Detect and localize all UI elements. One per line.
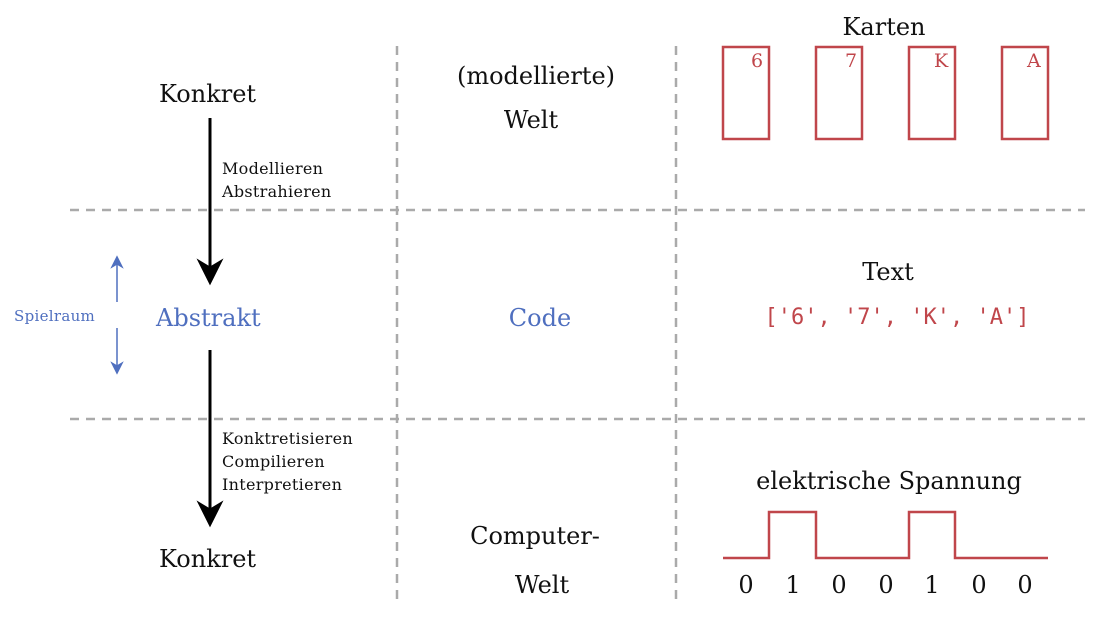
bit-6: 0 bbox=[971, 571, 987, 599]
karten-title: Karten bbox=[842, 13, 926, 41]
welt-line2: Welt bbox=[503, 106, 559, 134]
konkret-top-label: Konkret bbox=[159, 80, 257, 108]
voltage-signal bbox=[723, 510, 1048, 560]
card-6 bbox=[721, 45, 771, 141]
bit-2: 1 bbox=[785, 571, 801, 599]
computer-welt-line2: Welt bbox=[514, 571, 570, 599]
computer-welt-line1: Computer- bbox=[470, 522, 600, 550]
card-a-label: A bbox=[1027, 50, 1041, 72]
text-title: Text bbox=[862, 258, 914, 286]
arrow-label-compilieren: Compilieren bbox=[222, 452, 325, 471]
card-k bbox=[907, 45, 957, 141]
arrow-label-abstrahieren: Abstrahieren bbox=[222, 182, 332, 201]
abstrakt-label: Abstrakt bbox=[156, 304, 261, 332]
konkret-bottom-label: Konkret bbox=[159, 545, 257, 573]
voltage-title: elektrische Spannung bbox=[756, 467, 1022, 495]
card-7 bbox=[814, 45, 864, 141]
arrow-label-interpretieren: Interpretieren bbox=[222, 475, 343, 494]
text-code: ['6', '7', 'K', 'A'] bbox=[764, 305, 1030, 330]
card-k-label: K bbox=[934, 50, 949, 72]
bit-7: 0 bbox=[1017, 571, 1033, 599]
arrow-label-konktretisieren: Konktretisieren bbox=[222, 429, 353, 448]
arrow-label-modellieren: Modellieren bbox=[222, 159, 324, 178]
bit-1: 0 bbox=[738, 571, 754, 599]
bit-5: 1 bbox=[924, 571, 940, 599]
card-7-label: 7 bbox=[845, 50, 858, 72]
bit-4: 0 bbox=[878, 571, 894, 599]
bit-3: 0 bbox=[831, 571, 847, 599]
card-6-label: 6 bbox=[751, 50, 764, 72]
code-label: Code bbox=[508, 304, 572, 332]
card-a bbox=[1000, 45, 1050, 141]
welt-line1: (modellierte) bbox=[456, 62, 616, 90]
spielraum-label: Spielraum bbox=[14, 307, 96, 325]
